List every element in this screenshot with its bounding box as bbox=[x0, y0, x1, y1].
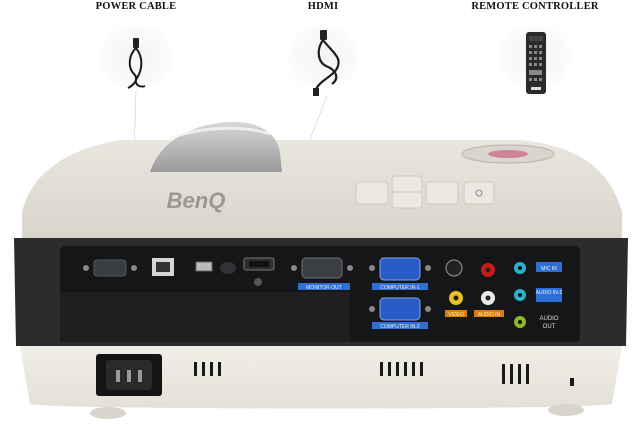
hdmi-cable-icon bbox=[313, 30, 340, 96]
front-left-foot bbox=[90, 407, 126, 419]
computer-in-1-label: COMPUTER IN-1 bbox=[380, 285, 420, 291]
power-cable-icon bbox=[127, 38, 146, 89]
audio-out-label-top: AUDIO bbox=[539, 316, 558, 322]
power-cable-label: POWER CABLE bbox=[95, 1, 177, 12]
control-panel bbox=[355, 175, 495, 209]
remote-controller-icon bbox=[526, 32, 546, 94]
audio-out-label-bottom: OUT bbox=[543, 324, 556, 330]
brand-logo: BenQ bbox=[167, 188, 226, 213]
computer-in-2-label: COMPUTER IN-2 bbox=[380, 324, 420, 330]
audio-in-label: AUDIO IN bbox=[478, 312, 501, 318]
front-right-foot bbox=[548, 404, 584, 416]
hdmi-label: HDMI bbox=[307, 1, 339, 12]
vent-grille bbox=[194, 362, 574, 386]
projector-base bbox=[20, 346, 622, 409]
video-label: VIDEO bbox=[448, 312, 464, 318]
audio-in-2-label: AUDIO IN-2 bbox=[536, 290, 563, 296]
monitor-out-label: MONITOR OUT bbox=[306, 285, 341, 291]
remote-controller-label: REMOTE CONTROLLER bbox=[471, 1, 599, 12]
io-ports bbox=[83, 257, 562, 329]
mic-in-label: MIC IN bbox=[541, 266, 557, 272]
